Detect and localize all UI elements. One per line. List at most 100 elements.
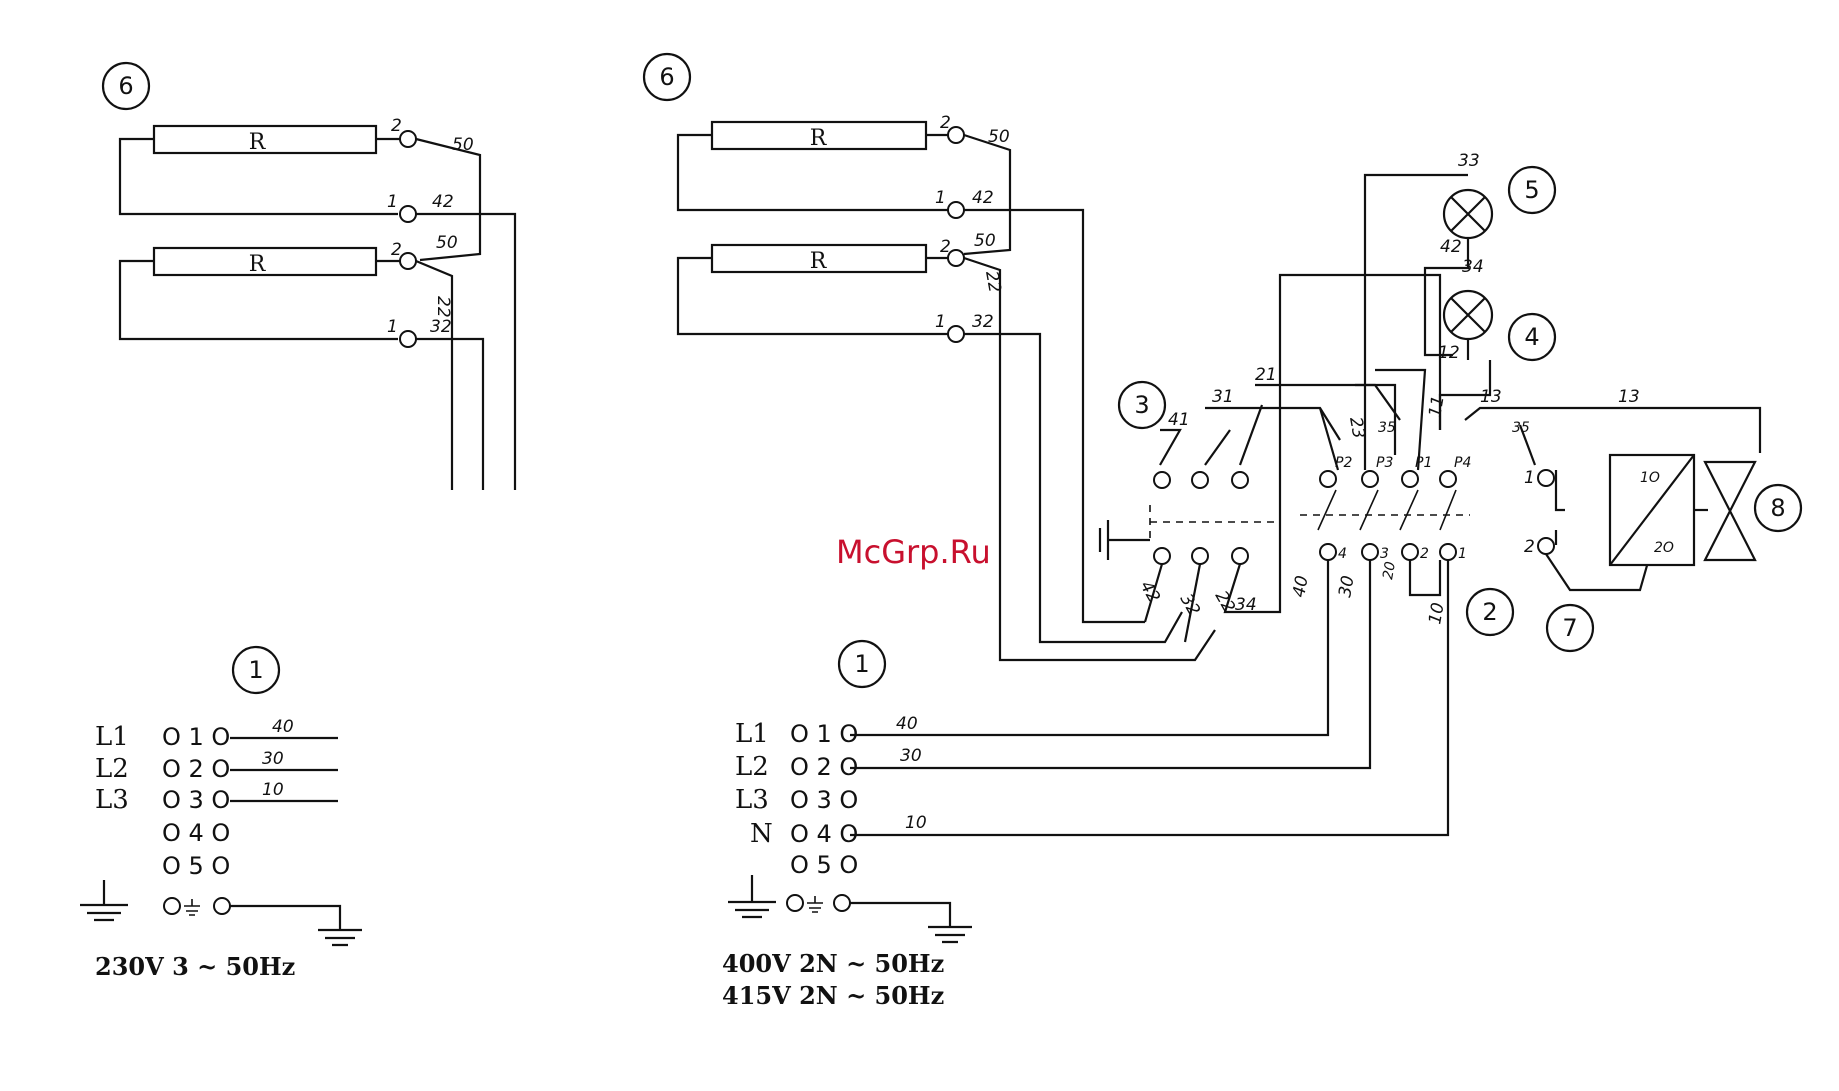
switch2-label-p3: P3 xyxy=(1376,455,1393,471)
right-supply-row: L2 O 2 O 30 xyxy=(735,746,922,782)
left-component-1-marker xyxy=(231,645,281,695)
switch2-wire-40 xyxy=(850,560,1330,737)
switch3-label-41: 41 xyxy=(1168,410,1190,430)
left-wire-label-1a: 1 xyxy=(387,192,398,212)
right-row-label: N xyxy=(750,819,773,849)
switch3-terminal-21 xyxy=(1231,471,1249,489)
right-wire-32 xyxy=(964,332,1183,644)
switch3-out-32 xyxy=(1183,563,1202,643)
switch3-out-42 xyxy=(1143,563,1164,623)
comp7-label-1: 1 xyxy=(1524,468,1535,488)
right-supply-row: L1 O 1 O 40 xyxy=(735,714,918,749)
right-row-terminal: O 2 O xyxy=(790,753,858,781)
right-row-terminal: O 1 O xyxy=(790,720,858,748)
switch2-terminal-p2 xyxy=(1319,470,1337,488)
switch3-terminal-42 xyxy=(1153,547,1171,565)
right-wire-label-1b: 1 xyxy=(935,312,946,332)
switch2-label-40: 40 xyxy=(1289,574,1312,599)
left-ground-mark xyxy=(184,899,200,916)
right-resistor-upper-label: R xyxy=(810,126,828,151)
comp8-terminal-1: 1O xyxy=(1640,470,1660,486)
switch2-label-3: 3 xyxy=(1380,546,1389,562)
comp7-wire-out xyxy=(1545,553,1652,592)
left-voltage-rating: 230V 3 ~ 50Hz xyxy=(95,952,295,981)
watermark: McGrp.Ru xyxy=(836,533,991,571)
left-supply-row: L1 O 1 O 40 xyxy=(95,717,338,752)
right-component-4-marker xyxy=(1507,312,1557,362)
switch2-terminal-p4 xyxy=(1439,470,1457,488)
left-wire-label-2a: 2 xyxy=(391,116,402,136)
right-wire-lower-loop xyxy=(676,256,948,336)
right-row-wire-label: 40 xyxy=(896,714,918,734)
left-resistor-lower-label: R xyxy=(249,252,267,277)
left-row-label: L2 xyxy=(95,754,129,784)
right-component-7-label: 7 xyxy=(1562,614,1577,642)
left-terminal-r2-1 xyxy=(399,330,417,348)
right-voltage-rating-415: 415V 2N ~ 50Hz xyxy=(722,981,944,1010)
left-wire-42 xyxy=(416,212,517,490)
switch2-terminal-2 xyxy=(1401,543,1419,561)
left-supply-row: O 5 O xyxy=(162,852,230,880)
left-ground-wire xyxy=(230,904,362,947)
left-wire-50-a xyxy=(415,137,482,262)
switch2-lead-p3 xyxy=(1355,383,1397,455)
left-wire-lower-loop xyxy=(118,259,398,341)
right-component-8-marker xyxy=(1753,483,1803,533)
right-wire-upper-loop xyxy=(676,133,948,212)
left-row-terminal: O 3 O xyxy=(162,786,230,814)
switch2-label-p2: P2 xyxy=(1335,455,1352,471)
switch2-terminal-3 xyxy=(1361,543,1379,561)
left-wire-22 xyxy=(415,259,454,490)
right-wire-label-1a: 1 xyxy=(935,188,946,208)
switch2-contacts xyxy=(1317,489,1457,531)
switch3-label-31: 31 xyxy=(1212,387,1234,407)
left-ground-row xyxy=(80,880,362,947)
right-wire-label-22: 22 xyxy=(981,269,1004,294)
switch2-wire-10 xyxy=(850,560,1450,837)
right-row-label: L1 xyxy=(735,719,769,749)
switch2-lead-p2 xyxy=(1318,407,1340,471)
switch2-label-p1: P1 xyxy=(1415,455,1432,471)
left-row-wire-label: 30 xyxy=(262,749,284,769)
right-row-terminal: O 4 O xyxy=(790,820,858,848)
left-wire-label-50b: 50 xyxy=(436,233,458,253)
right-component-8-label: 8 xyxy=(1770,494,1785,522)
right-wire-22 xyxy=(963,256,1216,662)
switch2-terminal-p1 xyxy=(1401,470,1419,488)
left-ground-symbol xyxy=(80,880,128,922)
left-supply-row: L3 O 3 O 10 xyxy=(95,780,338,815)
switch3-lead-21 xyxy=(1255,383,1401,421)
comp7-label-35: 35 xyxy=(1512,420,1530,436)
switch2-bridge-20 xyxy=(1408,560,1442,597)
switch3-ground xyxy=(1098,520,1110,560)
comp7-terminal-1 xyxy=(1537,469,1555,487)
right-supply-row: L3 O 3 O xyxy=(735,785,858,815)
right-wire-label-2b: 2 xyxy=(940,237,951,257)
left-terminal-r1-2 xyxy=(399,130,417,148)
left-ground-terminal-b xyxy=(213,897,231,915)
switch2-label-30: 30 xyxy=(1335,574,1358,599)
right-component-6-label: 6 xyxy=(659,63,674,91)
switch3-lead-a xyxy=(1204,429,1231,466)
right-row-terminal: O 5 O xyxy=(790,851,858,879)
switch3-terminal-32 xyxy=(1191,547,1209,565)
comp7-terminal-2 xyxy=(1537,537,1555,555)
right-terminal-r1-1 xyxy=(947,201,965,219)
right-resistor-lower-label: R xyxy=(810,249,828,274)
left-wire-label-32: 32 xyxy=(430,317,452,337)
switch3-label-34: 34 xyxy=(1235,595,1257,615)
comp7-contact xyxy=(1554,470,1565,545)
left-diagram: 6 R 2 50 1 42 R 2 50 22 1 32 1 L1 O 1 O xyxy=(80,61,517,981)
right-diagram: 6 R 2 50 1 42 R 2 50 22 1 32 3 xyxy=(642,52,1803,1010)
right-row-label: L3 xyxy=(735,785,769,815)
switch2-label-20: 20 xyxy=(1380,560,1399,580)
left-wire-32 xyxy=(416,337,485,490)
left-component-1-label: 1 xyxy=(248,656,263,684)
right-wire-label-32: 32 xyxy=(972,312,994,332)
switch2-label-4: 4 xyxy=(1338,546,1347,562)
left-row-label: L1 xyxy=(95,722,129,752)
lamp-label-42: 42 xyxy=(1440,237,1462,257)
right-row-wire-label: 30 xyxy=(900,746,922,766)
